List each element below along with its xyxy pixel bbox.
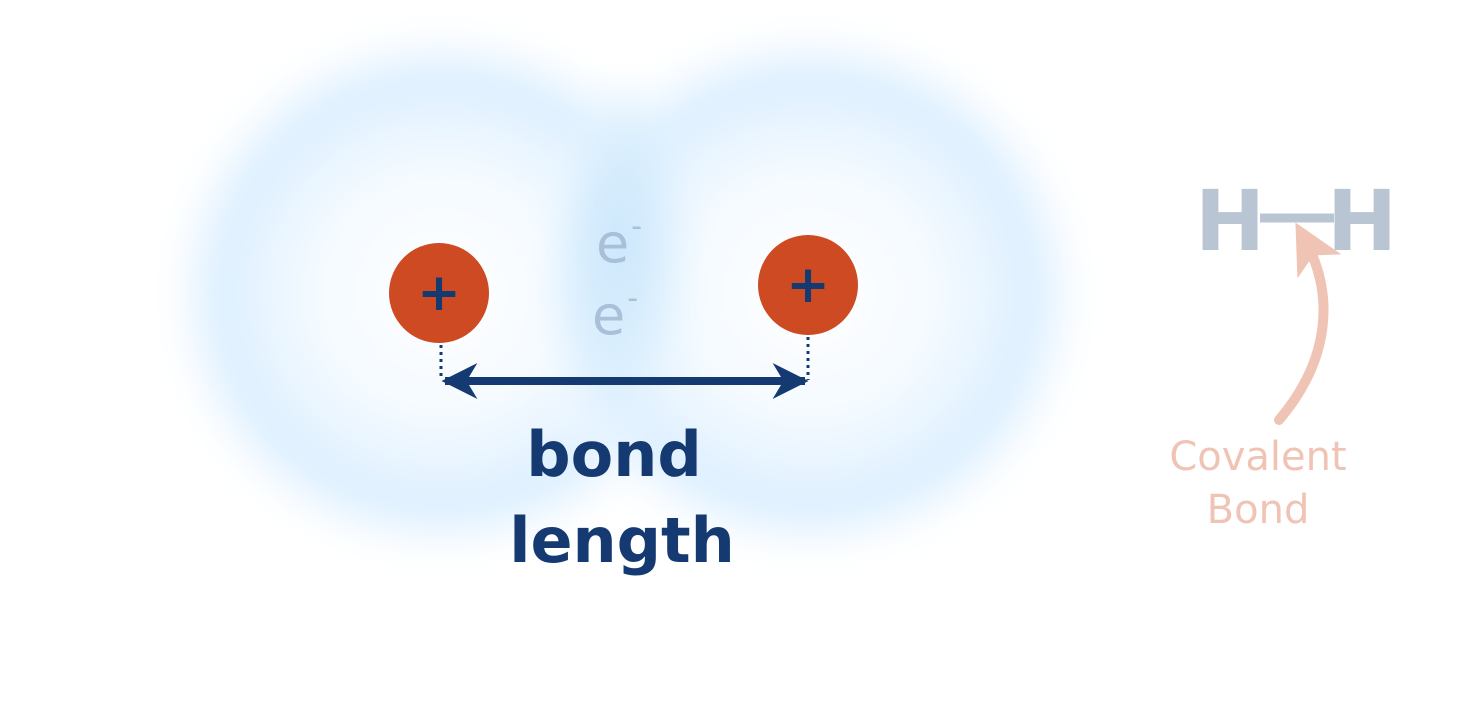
left-nucleus-circle: [389, 243, 489, 343]
electron-1-symbol: e: [596, 212, 629, 275]
formula-atom-left: H: [1195, 172, 1265, 270]
covalent-label-line2: Bond: [1207, 487, 1310, 533]
covalent-label-line1: Covalent: [1169, 434, 1346, 480]
electron-1-charge: -: [631, 209, 642, 244]
left-nucleus-charge: +: [417, 263, 461, 323]
formula-atom-right: H: [1327, 172, 1397, 270]
electron-2-symbol: e: [592, 284, 625, 347]
electron-2: e-: [592, 281, 638, 347]
electron-1: e-: [596, 209, 642, 275]
h2-structural-formula: H H: [1195, 172, 1397, 270]
right-nucleus: +: [758, 235, 858, 335]
electron-2-charge: -: [627, 281, 638, 316]
right-nucleus-charge: +: [786, 255, 830, 315]
bond-length-label-line1: bond: [526, 418, 702, 491]
shared-electrons: e- e-: [592, 209, 642, 347]
covalent-pointer-arrow: [1274, 222, 1342, 425]
right-nucleus-circle: [758, 235, 858, 335]
bond-length-label-line2: length: [509, 504, 735, 577]
left-nucleus: +: [389, 243, 489, 343]
